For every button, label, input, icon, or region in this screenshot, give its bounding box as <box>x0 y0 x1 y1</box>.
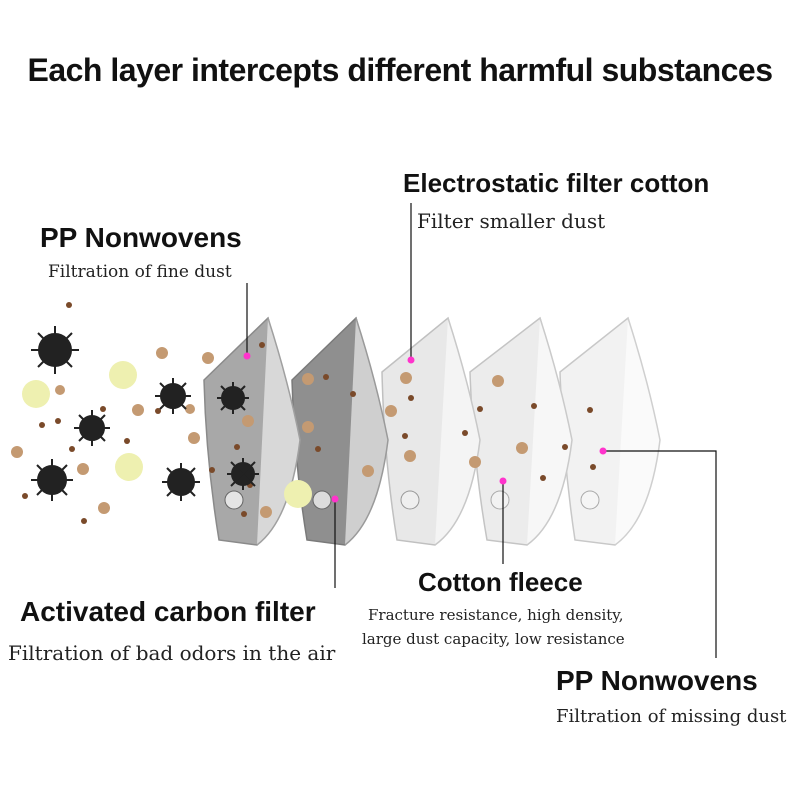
leader-dots <box>243 352 607 503</box>
filter-layer-4 <box>469 316 573 546</box>
dust-particles-small <box>22 302 596 524</box>
layer4-description: Fracture resistance, high density, <box>368 606 624 624</box>
layer3-label: Electrostatic filter cotton <box>403 168 710 198</box>
page-title: Each layer intercepts different harmful … <box>27 52 773 88</box>
leader-lines <box>246 203 717 658</box>
filter-layer-2 <box>291 316 389 546</box>
layer3-description: Filter smaller dust <box>417 209 606 233</box>
layer5-label: PP Nonwovens <box>556 665 758 696</box>
layer2-description: Filtration of bad odors in the air <box>8 641 336 665</box>
filter-layer-5 <box>559 316 661 546</box>
virus-particles <box>31 326 259 501</box>
layer1-description: Filtration of fine dust <box>48 262 232 282</box>
layer5-description: Filtration of missing dust <box>556 706 787 727</box>
dust-particles-large <box>11 347 528 518</box>
layer4-description-line2: large dust capacity, low resistance <box>362 630 625 648</box>
layer2-label: Activated carbon filter <box>20 596 316 627</box>
pollen-particles <box>22 361 312 508</box>
layer1-label: PP Nonwovens <box>40 222 242 253</box>
layer4-label: Cotton fleece <box>418 567 583 597</box>
filter-layer-1 <box>203 316 301 546</box>
